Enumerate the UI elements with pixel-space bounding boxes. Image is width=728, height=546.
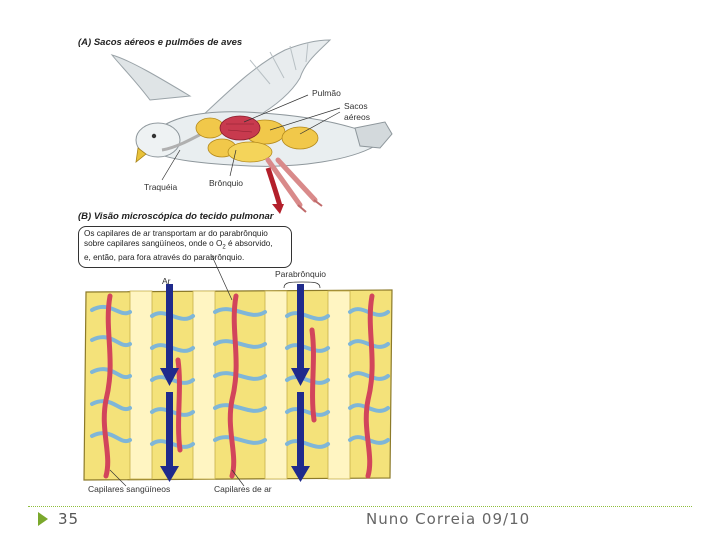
bird-lower-wing <box>110 54 192 101</box>
label-air-capillaries: Capilares de ar <box>214 484 272 494</box>
label-air-sacs-2: aéreos <box>344 112 370 122</box>
parabronchus-bracket <box>283 281 321 289</box>
panel-a-title: (A) Sacos aéreos e pulmões de aves <box>78 37 243 48</box>
label-trachea: Traquéia <box>144 182 178 192</box>
label-bronchus: Brônquio <box>209 178 244 188</box>
parabronchus-4 <box>327 290 351 480</box>
bullet-arrow-icon <box>38 512 48 526</box>
callout-line-2: sobre capilares sangüíneos, onde o O2 é … <box>84 239 273 252</box>
label-parabronchus: Parabrônquio <box>275 269 327 279</box>
air-sac-posterior <box>227 141 273 163</box>
label-blood-capillaries: Capilares sangüíneos <box>88 484 171 494</box>
page-number: 35 <box>58 510 80 528</box>
blood-capillaries <box>101 293 375 479</box>
air-sac-abdominal <box>281 126 319 150</box>
bird-upper-wing <box>198 39 332 119</box>
footer-author: Nuno Correia 09/10 <box>366 510 531 528</box>
bird-tail <box>354 121 393 149</box>
parabronchus-3 <box>264 290 288 480</box>
panel-b-title: (B) Visão microscópica do tecido pulmona… <box>78 211 274 222</box>
bird-beak <box>135 147 147 163</box>
parabronchus-2 <box>192 290 216 480</box>
zoom-arrow <box>265 167 283 207</box>
callout-line-1: Os capilares de ar transportam ar do par… <box>84 229 268 238</box>
bird-legs <box>265 157 318 208</box>
parabronchus-1 <box>129 290 153 480</box>
footer-divider <box>28 506 692 507</box>
air-flow-arrows <box>160 284 310 482</box>
label-air-sacs-1: Sacos <box>344 101 368 111</box>
label-air: Ar <box>162 276 171 286</box>
label-lung: Pulmão <box>312 88 341 98</box>
callout-box: Os capilares de ar transportam ar do par… <box>78 226 292 268</box>
callout-line-3: e, então, para fora através do parabrônq… <box>84 253 245 263</box>
lung-shape <box>219 115 261 141</box>
bird-eye <box>151 133 157 139</box>
